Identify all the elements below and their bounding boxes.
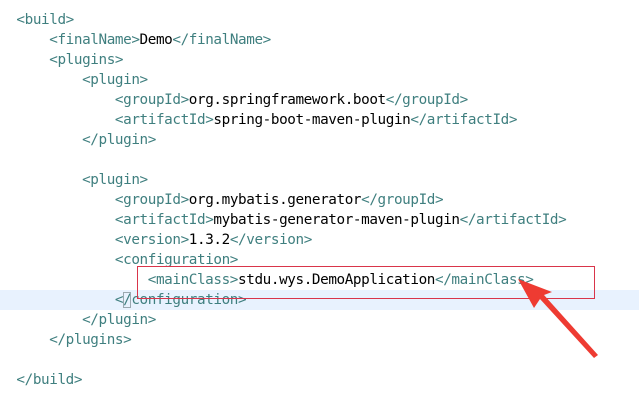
xml-tag: <configuration>	[114, 252, 239, 268]
code-line[interactable]: <mainClass>stdu.wys.DemoApplication</mai…	[0, 270, 639, 290]
xml-tag: <version>	[114, 232, 189, 248]
xml-tag: </artifactId>	[410, 112, 518, 128]
code-line[interactable]: <version>1.3.2</version>	[0, 230, 639, 250]
xml-value: 1.3.2	[188, 232, 230, 248]
bracket-match-indicator	[123, 292, 131, 308]
code-line-empty[interactable]	[0, 150, 639, 170]
xml-tag: <mainClass>	[147, 272, 239, 288]
xml-tag: </build>	[16, 372, 83, 388]
xml-tag: <groupId>	[114, 192, 189, 208]
code-line-current[interactable]: </configuration>	[0, 290, 639, 310]
xml-tag: </plugin>	[82, 132, 156, 148]
xml-tag: </groupId>	[385, 92, 468, 108]
xml-value: Demo	[139, 32, 173, 48]
xml-tag: <finalName>	[49, 32, 140, 48]
xml-tag: <plugins>	[49, 52, 124, 68]
xml-tag: <plugin>	[82, 72, 148, 88]
code-line[interactable]: <artifactId>spring-boot-maven-plugin</ar…	[0, 110, 639, 130]
code-line[interactable]: <groupId>org.mybatis.generator</groupId>	[0, 190, 639, 210]
code-line[interactable]: <plugin>	[0, 170, 639, 190]
code-line[interactable]: <build>	[0, 10, 639, 30]
xml-tag: </configuration>	[114, 292, 247, 308]
code-line[interactable]: <configuration>	[0, 250, 639, 270]
xml-tag: <artifactId>	[114, 112, 214, 128]
xml-tag: </version>	[229, 232, 312, 248]
code-line[interactable]: <plugin>	[0, 70, 639, 90]
xml-tag: </artifactId>	[459, 212, 567, 228]
code-line[interactable]: </plugin>	[0, 310, 639, 330]
xml-value: stdu.wys.DemoApplication	[238, 272, 436, 288]
code-line[interactable]: <finalName>Demo</finalName>	[0, 30, 639, 50]
xml-tag: <build>	[16, 12, 74, 28]
xml-tag: <groupId>	[114, 92, 189, 108]
xml-value: org.mybatis.generator	[188, 192, 362, 208]
xml-value: mybatis-generator-maven-plugin	[213, 212, 460, 228]
xml-tag: <artifactId>	[114, 212, 214, 228]
code-line[interactable]: <plugins>	[0, 50, 639, 70]
xml-value: org.springframework.boot	[188, 92, 386, 108]
code-line[interactable]: <groupId>org.springframework.boot</group…	[0, 90, 639, 110]
xml-tag: <plugin>	[82, 172, 148, 188]
xml-tag: </finalName>	[172, 32, 271, 48]
xml-tag: </plugins>	[49, 332, 132, 348]
code-line[interactable]: <artifactId>mybatis-generator-maven-plug…	[0, 210, 639, 230]
code-line[interactable]: </build>	[0, 370, 639, 390]
xml-value: spring-boot-maven-plugin	[213, 112, 411, 128]
xml-tag: </mainClass>	[435, 272, 534, 288]
xml-tag: </plugin>	[82, 312, 156, 328]
xml-tag: </groupId>	[361, 192, 444, 208]
code-line[interactable]: </plugins>	[0, 330, 639, 350]
code-line[interactable]: </plugin>	[0, 130, 639, 150]
code-line-empty[interactable]	[0, 350, 639, 370]
